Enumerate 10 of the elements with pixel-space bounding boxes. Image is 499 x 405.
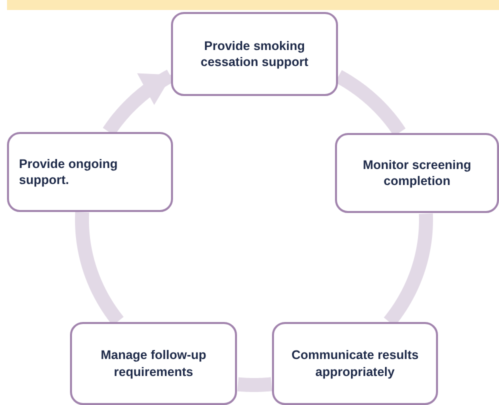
- step-box: [7, 132, 173, 212]
- step-text: Communicate results appropriately: [290, 347, 420, 380]
- step-box: [70, 322, 237, 405]
- step-text: Monitor screening completion: [362, 156, 472, 190]
- step-text: Provide smoking cessation support: [200, 38, 310, 70]
- step-box: [272, 322, 438, 405]
- step-text: Manage follow-up requirements: [100, 347, 208, 380]
- step-text: Provide ongoing support.: [19, 156, 119, 188]
- step-box: [335, 133, 499, 213]
- step-box: [171, 12, 338, 96]
